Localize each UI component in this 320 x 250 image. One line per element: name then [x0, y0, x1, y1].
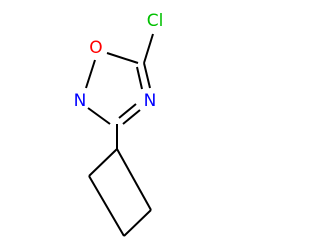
bond-c5-cl [143, 33, 154, 64]
nitrogen-left-atom-label: N [74, 91, 87, 111]
bond-c3-n4-double-a [122, 109, 141, 125]
bond-c5-n4-double-b [136, 66, 143, 90]
bond-c3-n4-double-b [118, 103, 137, 119]
bond-c5-n4-double-a [143, 62, 151, 89]
oxygen-atom-label: O [89, 38, 102, 58]
molecule-structure: Cl O N N [0, 0, 250, 250]
bond-cyclobutyl-top-right [116, 148, 152, 211]
chlorine-atom-label: Cl [147, 11, 164, 31]
bond-n2-c3 [87, 107, 111, 125]
bond-cyclobutyl-right-bottom [123, 209, 152, 237]
bond-o-c5 [106, 52, 139, 64]
bond-cyclobutyl-left-top [88, 148, 118, 177]
bond-cyclobutyl-bottom-left [88, 175, 125, 237]
bond-o-n2 [85, 59, 96, 89]
nitrogen-right-atom-label: N [144, 91, 157, 111]
background [0, 0, 250, 250]
